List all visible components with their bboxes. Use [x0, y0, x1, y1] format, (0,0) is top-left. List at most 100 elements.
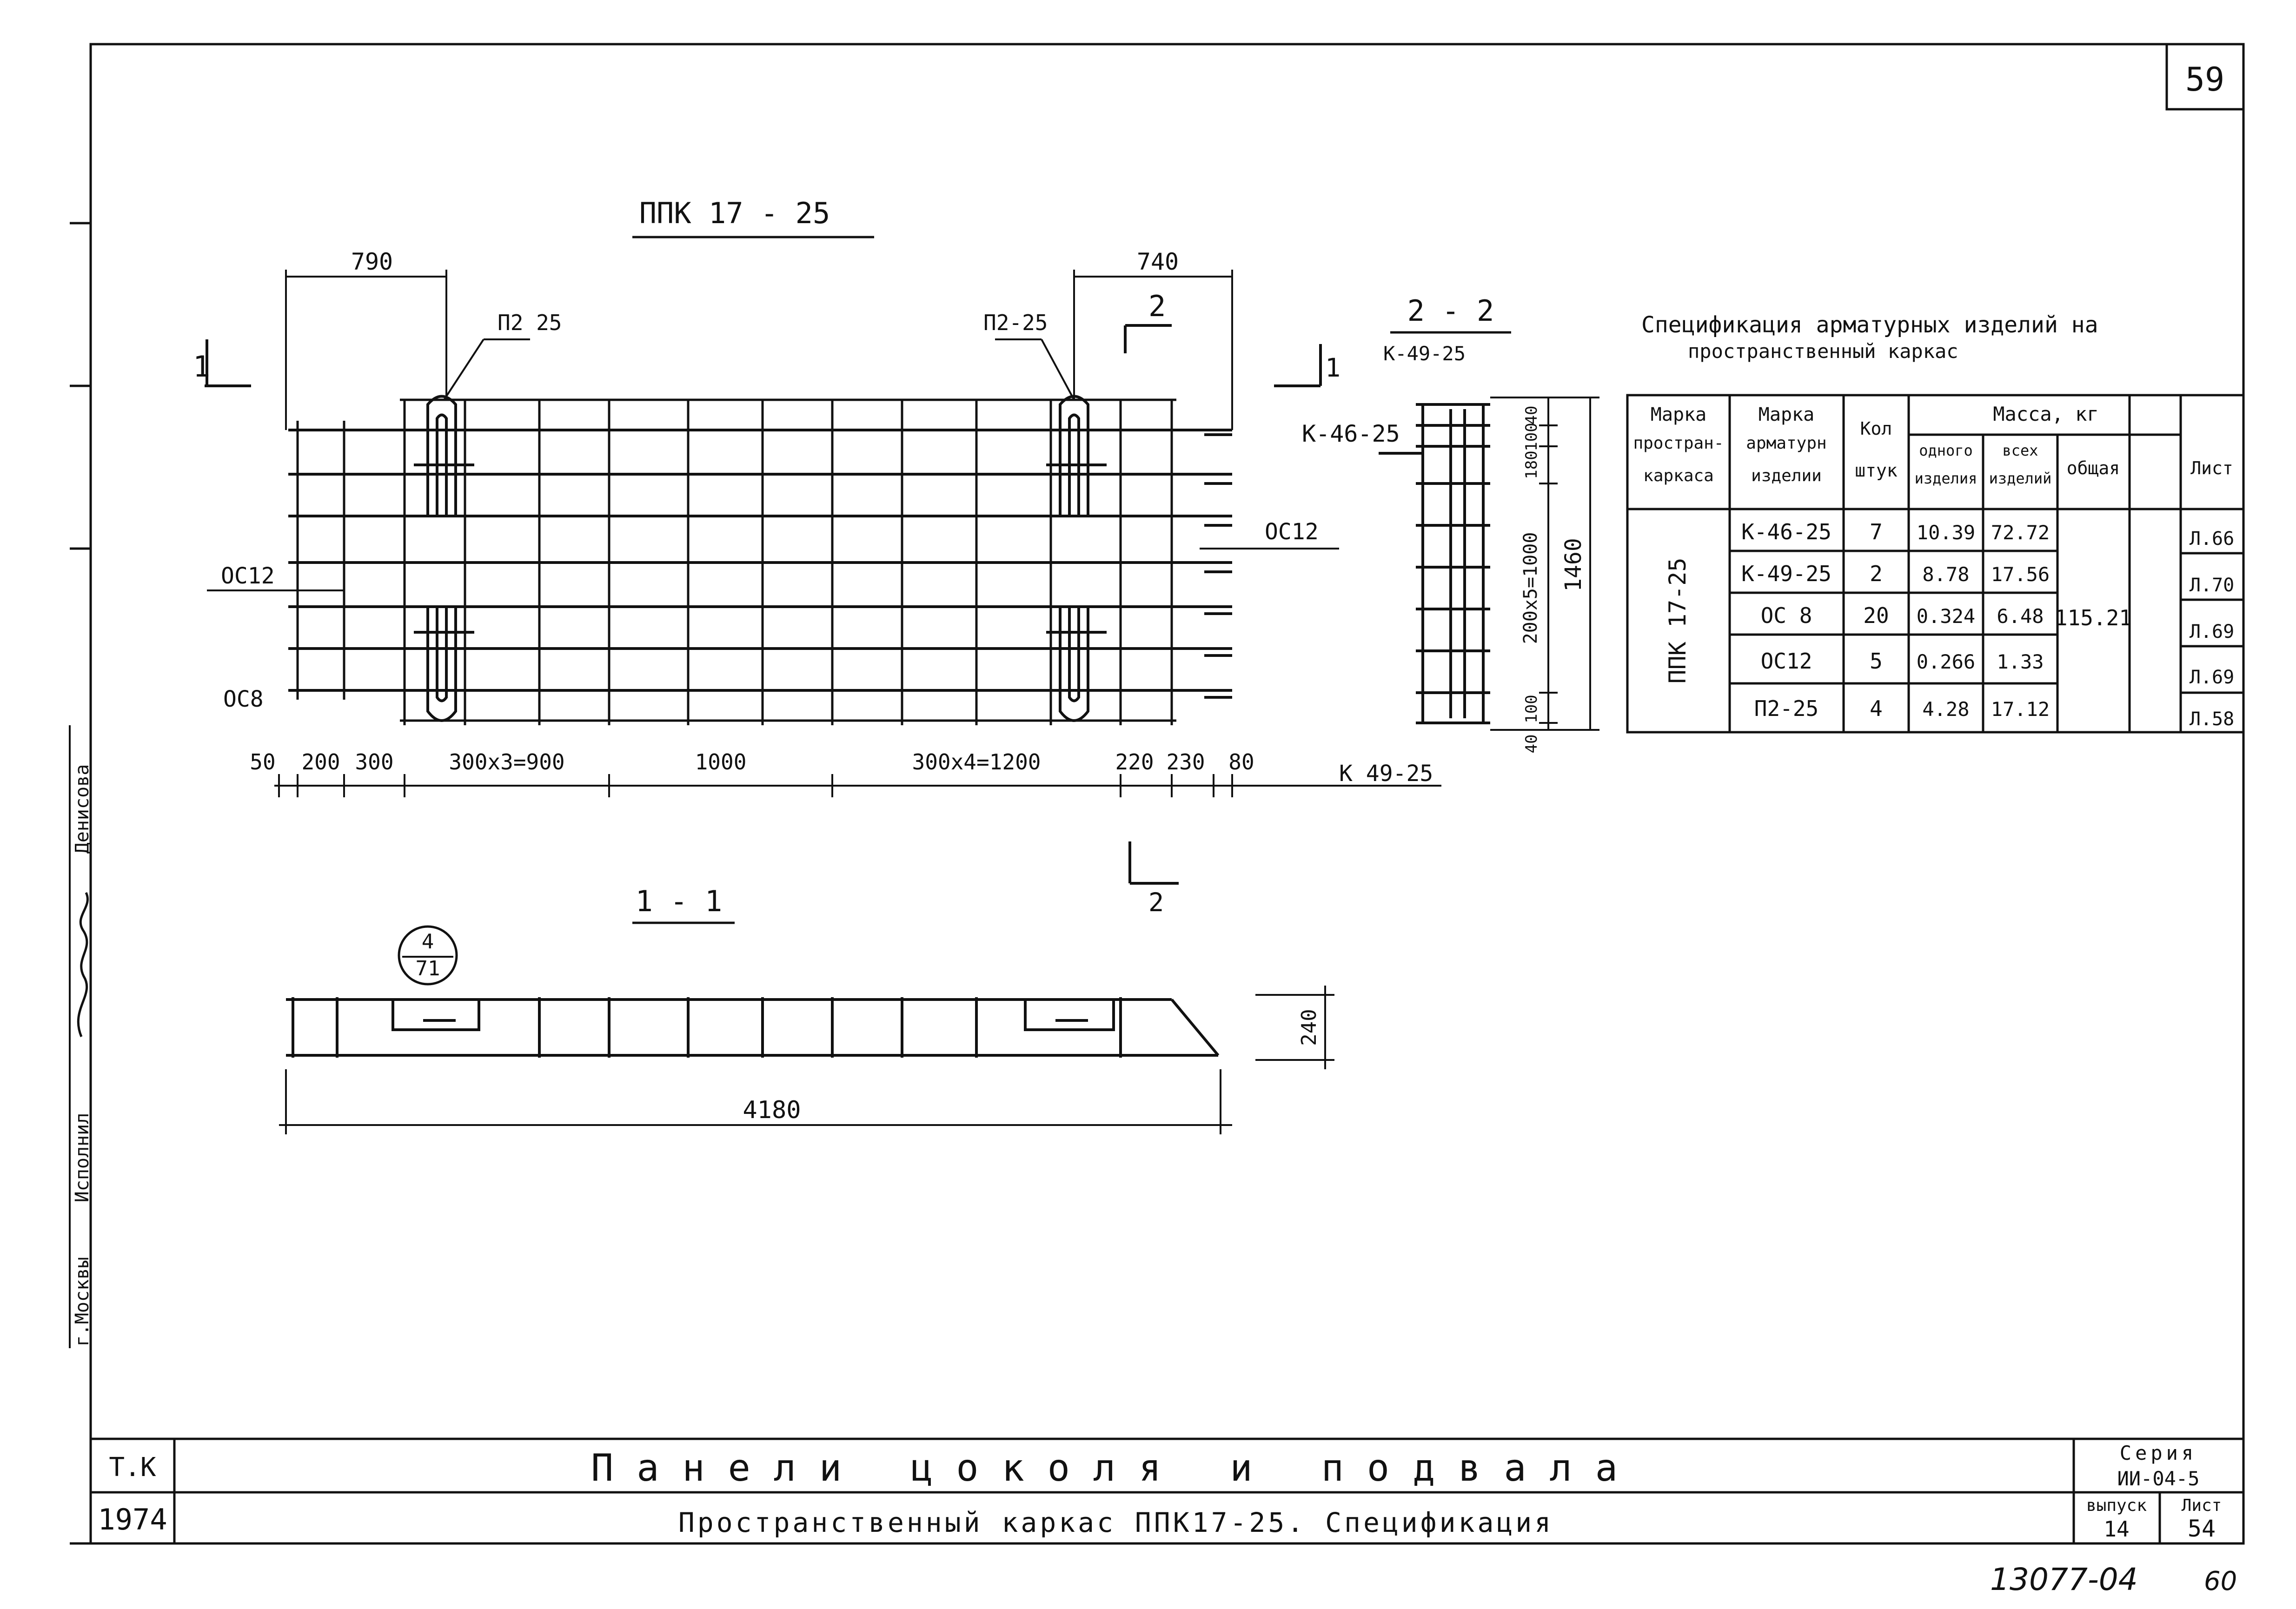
title-sheet-label: Лист	[2182, 1496, 2222, 1515]
dim-80: 80	[1228, 749, 1254, 775]
dim-100-top: 100	[1522, 423, 1541, 451]
dim-200: 200	[301, 749, 340, 775]
header-col2-l2: арматурн	[1746, 434, 1826, 453]
dim-100-bottom: 100	[1522, 695, 1541, 723]
row-mass-one: 0.266	[1917, 650, 1975, 673]
row-sheet: Л.69	[2190, 621, 2234, 642]
row-mass-all: 72.72	[1991, 521, 2050, 544]
header-col6: общая	[2067, 458, 2120, 478]
title-org: Т.К	[109, 1452, 156, 1483]
header-col5-l1: всех	[2002, 442, 2038, 459]
row-qty: 20	[1863, 603, 1889, 628]
row-item: К-46-25	[1741, 519, 1831, 544]
dim-40-top: 40	[1522, 406, 1541, 425]
side-stamp-role: Исполнил	[72, 1113, 93, 1203]
dim-300: 300	[355, 749, 393, 775]
label-k49-25-bottom: К 49-25	[1339, 761, 1433, 787]
spec-title-line2: пространственный каркас	[1688, 340, 1958, 363]
title-series-value: ИИ-04-5	[2117, 1467, 2199, 1490]
dim-240: 240	[1297, 1009, 1321, 1046]
drawing-title: ППК 17 - 25	[639, 196, 830, 230]
dim-180: 180	[1522, 450, 1541, 479]
label-p2-25-left: П2 25	[498, 310, 562, 335]
dim-50: 50	[250, 749, 275, 775]
row-sheet: Л.58	[2190, 708, 2234, 730]
title-issue-label: выпуск	[2086, 1496, 2147, 1515]
spec-frame-mark: ППК 17-25	[1664, 558, 1691, 684]
section-1-1-title: 1 - 1	[636, 884, 723, 918]
sheet-number: 59	[2185, 60, 2224, 99]
title-year: 1974	[98, 1503, 167, 1536]
table-row: К-49-25 2 8.78 17.56 Л.70	[1741, 561, 2234, 596]
row-sheet: Л.69	[2190, 667, 2234, 688]
row-qty: 5	[1870, 649, 1883, 674]
dim-1000: 1000	[695, 749, 747, 775]
dim-4180: 4180	[743, 1096, 801, 1124]
dim-230: 230	[1166, 749, 1205, 775]
dim-200x5: 200х5=1000	[1520, 532, 1541, 644]
header-col5-l2: изделий	[1989, 470, 2052, 487]
row-item: П2-25	[1754, 696, 1818, 721]
detail-reference: 4 71	[398, 925, 458, 986]
signature-mark	[77, 892, 89, 1037]
title-series-label: Серия	[2120, 1442, 2197, 1464]
section-2-2-dimensions	[1490, 397, 1599, 731]
header-mass-group: Масса, кг	[1993, 403, 2099, 425]
label-k49-25-top: К-49-25	[1383, 342, 1466, 365]
footer-page: 60	[2204, 1566, 2237, 1596]
row-sheet: Л.70	[2190, 575, 2234, 596]
label-k46-25: К-46-25	[1302, 420, 1400, 447]
frame-top-bottom-bars	[400, 398, 1176, 722]
header-col1-l3: каркаса	[1643, 466, 1714, 485]
dim-300x4: 300х4=1200	[912, 749, 1041, 775]
spec-title-line1: Спецификация арматурных изделий на	[1641, 312, 2098, 338]
row-mass-all: 6.48	[1997, 605, 2044, 628]
row-qty: 2	[1870, 561, 1883, 586]
cut-mark-2-bottom: 2	[1148, 887, 1164, 917]
right-bar-ends	[1204, 433, 1232, 699]
footer-code: 13077-04	[1990, 1562, 2138, 1597]
side-stamp-org: г.Москвы	[72, 1257, 93, 1347]
section-2-2-mark	[1274, 344, 1322, 387]
loop-insert-left	[414, 395, 474, 722]
title-sheet-value: 54	[2188, 1515, 2216, 1542]
header-col2-l1: Марка	[1758, 404, 1814, 425]
cut-mark-2: 2	[1148, 289, 1166, 323]
transverse-bars	[296, 400, 1173, 725]
plan-bottom-dimension-chain	[274, 774, 1441, 797]
row-qty: 4	[1870, 696, 1883, 721]
row-qty: 7	[1870, 519, 1883, 544]
header-col4-l1: одного	[1919, 442, 1973, 459]
header-col2-l3: изделии	[1751, 466, 1822, 485]
spec-table-grid	[1626, 394, 2245, 734]
dim-300x3: 300х3=900	[449, 749, 564, 775]
row-item: К-49-25	[1741, 561, 1831, 586]
cut-mark-1: 1	[193, 350, 210, 384]
header-col3-l2: штук	[1855, 460, 1898, 481]
section-2-2-view	[1379, 403, 1490, 724]
spec-table-rows: К-46-25 7 10.39 72.72 Л.66 К-49-25 2 8.7…	[1741, 519, 2234, 730]
section-cut-markers	[205, 324, 1179, 885]
label-p2-25-right: П2-25	[983, 310, 1048, 335]
row-mass-all: 1.33	[1997, 650, 2044, 673]
detail-ref-top: 4	[422, 930, 434, 953]
table-row: ОС 8 20 0.324 6.48 Л.69	[1761, 603, 2235, 642]
title-block-grid	[91, 1437, 2243, 1543]
row-item: ОС12	[1761, 649, 1812, 674]
header-col7: Лист	[2190, 458, 2233, 478]
plan-view	[288, 395, 1232, 725]
row-mass-one: 4.28	[1922, 698, 1969, 721]
dim-40-bottom: 40	[1522, 735, 1541, 754]
table-row: К-46-25 7 10.39 72.72 Л.66	[1741, 519, 2234, 550]
dim-220: 220	[1115, 749, 1154, 775]
dim-740: 740	[1137, 248, 1179, 275]
row-mass-all: 17.12	[1991, 698, 2050, 721]
header-col3-l1: Кол	[1860, 418, 1892, 439]
row-mass-all: 17.56	[1991, 563, 2050, 586]
label-os12-left: ОС12	[221, 563, 275, 589]
row-item: ОС 8	[1761, 603, 1812, 628]
table-row: ОС12 5 0.266 1.33 Л.69	[1761, 649, 2235, 688]
sheet-number-box: 59	[2165, 43, 2245, 111]
title-issue-value: 14	[2104, 1516, 2129, 1542]
